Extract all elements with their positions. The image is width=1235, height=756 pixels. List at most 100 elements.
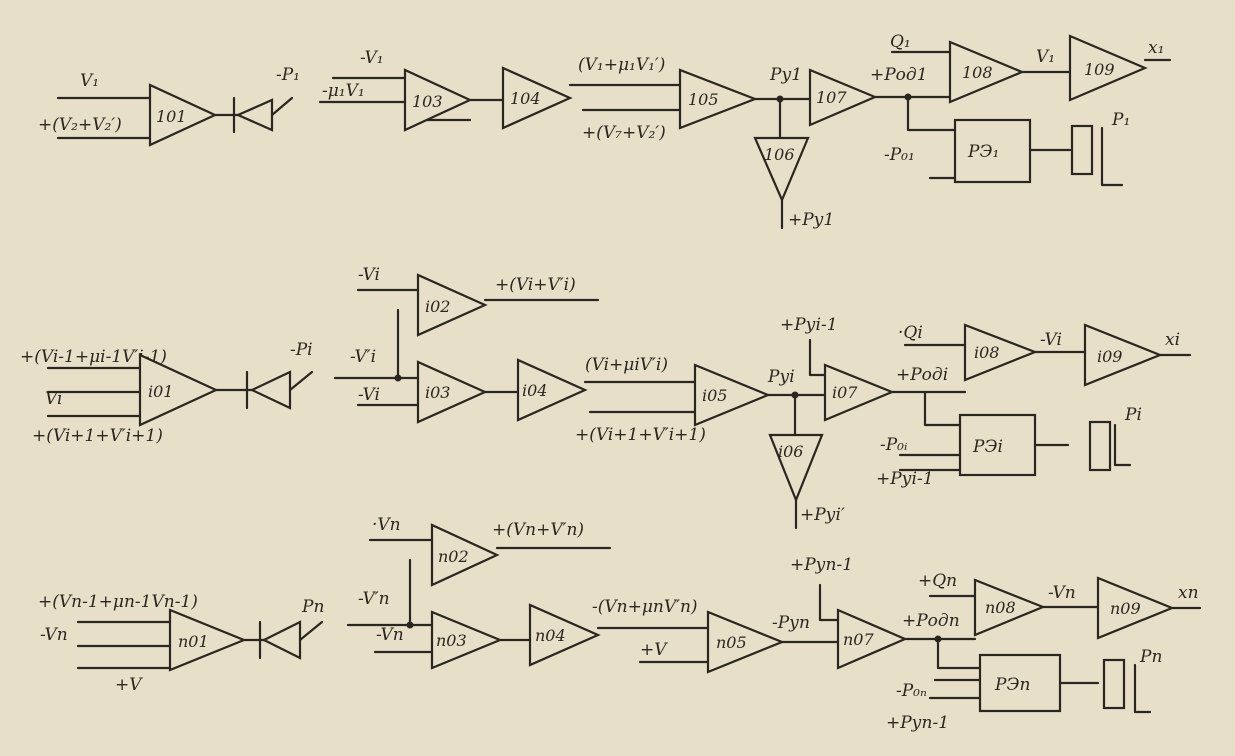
row-3: +(Vn-1+μn-1Vn-1) -Vn +V n01 Pn ·Vn n02 +… — [38, 515, 1202, 733]
relay-element-1-label: РЭ₁ — [967, 142, 999, 162]
amplifier-i03-label: i03 — [425, 383, 450, 402]
row2-node-i07: +Pодi — [896, 365, 948, 385]
amplifier-i07 — [823, 363, 895, 422]
row3-output-n09: xn — [1178, 583, 1199, 603]
row3-relay-label: Pn — [301, 597, 324, 617]
amplifier-i01-label: i01 — [148, 382, 173, 401]
row2-input-i03a: -V′i — [350, 347, 376, 367]
amplifier-i03 — [416, 360, 488, 424]
relay-element-i — [958, 413, 1037, 477]
amplifier-n07-label: n07 — [843, 630, 874, 649]
row3-re-input-a: -P₀ₙ — [896, 681, 927, 701]
amplifier-i09-label: i09 — [1097, 347, 1122, 366]
amplifier-i08-label: i08 — [974, 343, 999, 362]
row3-q-input: +Qn — [918, 571, 957, 591]
row2-input-a: +(Vi-1+μi-1V′i-1) — [20, 347, 167, 367]
amplifier-n05-label: n05 — [716, 633, 747, 652]
amplifier-i04 — [516, 358, 588, 422]
row3-input-a: +(Vn-1+μn-1Vn-1) — [38, 592, 198, 612]
row3-coil-label: Pn — [1139, 647, 1162, 667]
amplifier-107 — [808, 68, 878, 127]
amplifier-i06-label: i06 — [778, 442, 803, 461]
relay-element-i-label: РЭi — [972, 437, 1003, 457]
row3-output-n02: +(Vn+V′n) — [492, 520, 584, 540]
row1-output-106: +Pу1 — [788, 210, 834, 230]
amplifier-i07-label: i07 — [832, 383, 858, 402]
row2-input-c: +(Vi+1+V′i+1) — [32, 426, 163, 446]
amplifier-n01-label: n01 — [178, 632, 209, 651]
amplifier-101 — [148, 83, 218, 147]
amplifier-n03-label: n03 — [436, 631, 467, 650]
amplifier-n04-label: n04 — [535, 626, 566, 645]
amplifier-101-label: 101 — [156, 107, 187, 126]
relay-element-1 — [953, 118, 1032, 184]
amplifier-n03 — [430, 610, 503, 670]
row2-output-i06: +Pуi′ — [800, 505, 845, 525]
relay-contact-icon — [270, 96, 294, 117]
row3-input-n03a: -V′n — [358, 589, 390, 609]
row1-input-103a: -V₁ — [360, 48, 384, 68]
row2-output-i09: xi — [1165, 330, 1180, 350]
row2-input-i03b: -Vi — [358, 385, 380, 405]
row1-input-v2: +(V₂+V₂′) — [38, 115, 122, 135]
amplifier-n09-label: n09 — [1110, 599, 1141, 618]
relay-coil-icon — [1088, 420, 1112, 472]
row3-re-input-b: +Pуn-1 — [886, 713, 949, 733]
row3-output-n08: -Vn — [1048, 583, 1076, 603]
relay-coil-icon — [1102, 658, 1126, 710]
row2-output-i08: -Vi — [1040, 330, 1062, 350]
row1-output-109: x₁ — [1148, 38, 1164, 58]
diode-icon — [261, 620, 302, 660]
amplifier-104 — [501, 66, 573, 130]
amplifier-n08-label: n08 — [985, 598, 1016, 617]
relay-element-n — [978, 653, 1062, 713]
amplifier-i04-label: i04 — [522, 381, 547, 400]
amplifier-n08 — [973, 578, 1046, 637]
row2-coil-label: Pi — [1124, 405, 1142, 425]
amplifier-n02 — [430, 523, 500, 587]
row1-relay-label: -P₁ — [276, 65, 300, 85]
row2-re-input-b: +Pуi-1 — [876, 469, 934, 489]
row2-q-input: ·Qi — [898, 323, 923, 343]
row3-input-c: +V — [115, 675, 143, 695]
relay-element-n-label: РЭn — [994, 675, 1030, 695]
relay-contact-icon — [288, 370, 314, 392]
row-1: V₁ +(V₂+V₂′) 101 -P₁ -V₁ -μ₁V₁ 103 104 (… — [38, 32, 1172, 230]
amplifier-103 — [403, 68, 473, 132]
row1-node-105: Pу1 — [769, 65, 802, 85]
row2-re-input-a: -P₀ᵢ — [880, 435, 907, 455]
relay-contact-icon — [298, 620, 324, 642]
row3-input-n02: ·Vn — [372, 515, 401, 535]
amplifier-106-label: 106 — [764, 145, 795, 164]
amplifier-i08 — [963, 323, 1039, 382]
amplifier-107-label: 107 — [816, 88, 847, 107]
amplifier-105-label: 105 — [688, 90, 719, 109]
row2-output-i02: +(Vi+V′i) — [495, 275, 576, 295]
row3-input-n05: +V — [640, 640, 668, 660]
amplifier-i05-label: i05 — [702, 386, 727, 405]
diode-icon — [235, 98, 274, 132]
row1-input-103b: -μ₁V₁ — [322, 81, 365, 101]
amplifier-n01 — [168, 608, 247, 672]
amplifier-i02 — [416, 273, 488, 337]
amplifier-i05 — [693, 363, 771, 427]
row3-input-n07: +Pуn-1 — [790, 555, 853, 575]
row1-output-108: V₁ — [1036, 47, 1055, 67]
row2-input-i02: -Vi — [358, 265, 380, 285]
row2-input-b: Vi — [45, 389, 62, 409]
amplifier-108-label: 108 — [962, 63, 993, 82]
amplifier-104-label: 104 — [510, 89, 541, 108]
amplifier-n02-label: n02 — [438, 547, 469, 566]
amplifier-i09 — [1083, 323, 1163, 387]
amplifier-106 — [753, 136, 810, 203]
row2-node-i05: Pуi — [767, 367, 795, 387]
row2-input-i05: +(Vi+1+V′i+1) — [575, 425, 706, 445]
amplifier-i06 — [768, 433, 824, 503]
row1-input-v1: V₁ — [80, 71, 99, 91]
amplifier-n05 — [706, 610, 785, 674]
amplifier-108 — [948, 40, 1025, 104]
amplifier-109-label: 109 — [1084, 60, 1115, 79]
amplifier-i02-label: i02 — [425, 297, 450, 316]
